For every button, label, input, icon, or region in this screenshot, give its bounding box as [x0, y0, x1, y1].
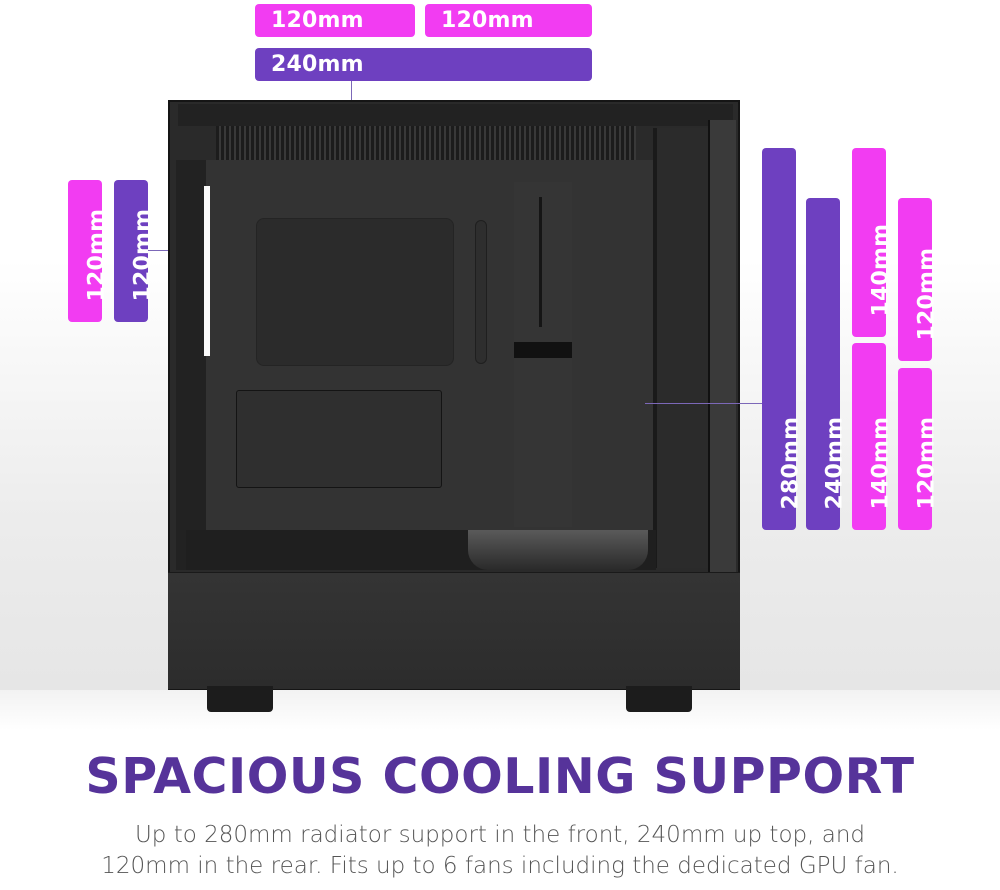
top-connector-line [351, 81, 352, 103]
front-fan-120-bottom-label: 120mm [914, 416, 940, 510]
rear-connector-line [148, 250, 174, 251]
top-fan-badge-2-label: 120mm [441, 8, 534, 33]
ssd-bracket [236, 390, 442, 488]
description-line-1: Up to 280mm radiator support in the fron… [134, 822, 866, 848]
front-fan-120-top-badge: 120mm [898, 198, 940, 361]
front-fan-140-bottom-badge: 140mm [852, 343, 894, 530]
front-radiator-280-label: 280mm [778, 416, 804, 510]
top-fan-badge-1-label: 120mm [271, 8, 364, 33]
pc-case-image [168, 100, 740, 690]
case-foot-left [207, 686, 273, 712]
top-radiator-badge: 240mm [255, 48, 592, 81]
rear-fan-badge-magenta-label: 120mm [84, 208, 110, 302]
page-heading: SPACIOUS COOLING SUPPORT [85, 748, 915, 805]
rear-fan-badge-purple-label: 120mm [130, 208, 156, 302]
cpu-cutout [256, 218, 454, 366]
floor-shadow [0, 690, 1000, 730]
front-connector-line [645, 403, 762, 404]
cable-cover-gap [514, 342, 572, 358]
rear-io-area [176, 160, 206, 570]
front-panel [708, 120, 736, 590]
front-fan-120-bottom-badge: 120mm [898, 368, 940, 530]
description-line-2: 120mm in the rear. Fits up to 6 fans inc… [101, 853, 899, 879]
case-foot-right [626, 686, 692, 712]
description: Up to 280mm radiator support in the fron… [0, 820, 1000, 882]
front-fan-140-top-badge: 140mm [852, 148, 894, 337]
cable-slot [475, 220, 487, 364]
front-fan-140-bottom-label: 140mm [868, 416, 894, 510]
case-top-bar [178, 104, 733, 126]
rear-light-strip [204, 186, 210, 356]
gpu-fan-basin [468, 530, 648, 570]
rear-fan-badge-purple: 120mm [114, 180, 156, 322]
cable-cover-rib [539, 197, 542, 327]
front-fan-area [653, 128, 709, 568]
rear-fan-badge-magenta: 120mm [68, 180, 110, 322]
top-radiator-badge-label: 240mm [271, 52, 364, 77]
front-radiator-240-badge: 240mm [806, 198, 848, 530]
top-fan-badge-2: 120mm [425, 4, 592, 37]
front-radiator-280-badge: 280mm [762, 148, 804, 530]
front-radiator-240-label: 240mm [822, 416, 848, 510]
top-fan-badge-1: 120mm [255, 4, 415, 37]
cable-cover [514, 182, 572, 527]
front-fan-140-top-label: 140mm [868, 223, 894, 317]
front-fan-120-top-label: 120mm [914, 247, 940, 341]
psu-shroud [168, 572, 740, 689]
